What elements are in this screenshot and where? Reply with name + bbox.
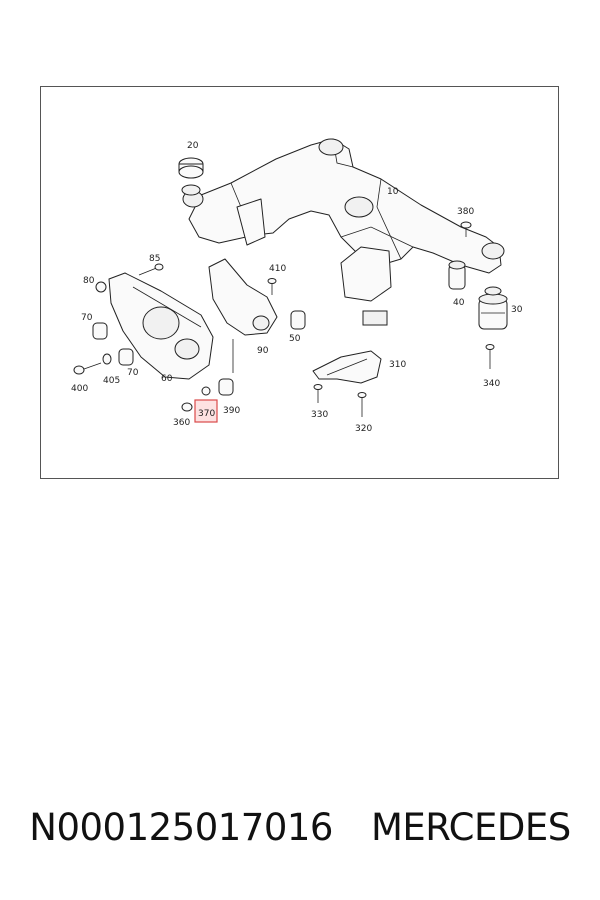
mount-part-30 [478,286,508,330]
diagram-drawing: 20 10 380 85 80 410 70 50 90 40 30 400 4… [71,138,523,434]
callout-390: 390 [223,406,240,416]
bushing-part-70a [92,322,108,340]
bushing-part-390 [218,378,234,396]
callout-20: 20 [187,141,199,151]
bushing-part-50 [290,310,306,330]
bolt-part-410 [267,278,277,295]
bolt-part-330 [313,384,323,403]
bolt-part-400 [73,362,102,375]
mount-part-20 [178,157,204,196]
callout-30: 30 [511,305,523,315]
callout-10: 10 [387,187,399,197]
callout-80: 80 [83,276,95,286]
callout-70a: 70 [81,313,93,323]
washer-part-370 [201,386,211,396]
callout-310: 310 [389,360,406,370]
bushing-part-70b [118,348,134,366]
callout-340: 340 [483,379,500,389]
callout-70b: 70 [127,368,139,378]
callout-320: 320 [355,424,372,434]
callout-400: 400 [71,384,88,394]
callout-370: 370 [198,409,215,419]
bolt-part-380 [460,221,472,237]
exploded-parts-diagram: 20 10 380 85 80 410 70 50 90 40 30 400 4… [40,86,559,479]
callout-60: 60 [161,374,173,384]
subframe-part-10 [182,138,505,326]
callout-40: 40 [453,298,465,308]
bolt-part-320 [357,392,367,417]
washer-part-80 [95,281,107,293]
callout-360: 360 [173,418,190,428]
brand-name: MERCEDES [370,806,571,849]
bolt-part-85 [138,263,164,276]
carrier-part-90 [208,258,278,373]
bolt-part-340 [485,344,495,369]
callout-90: 90 [257,346,269,356]
callout-380: 380 [457,207,474,217]
callout-85: 85 [149,254,160,264]
part-caption: N000125017016 MERCEDES [0,806,600,849]
callout-405: 405 [103,376,120,386]
washer-part-405 [102,353,112,365]
callout-330: 330 [311,410,328,420]
highlight-box [194,399,218,423]
arm-part-60 [108,272,214,380]
callout-50: 50 [289,334,301,344]
bracket-part-310 [312,350,382,384]
part-number: N000125017016 [29,806,333,849]
bushing-part-40 [448,260,466,290]
nut-part-360 [181,402,193,412]
callout-410: 410 [269,264,286,274]
